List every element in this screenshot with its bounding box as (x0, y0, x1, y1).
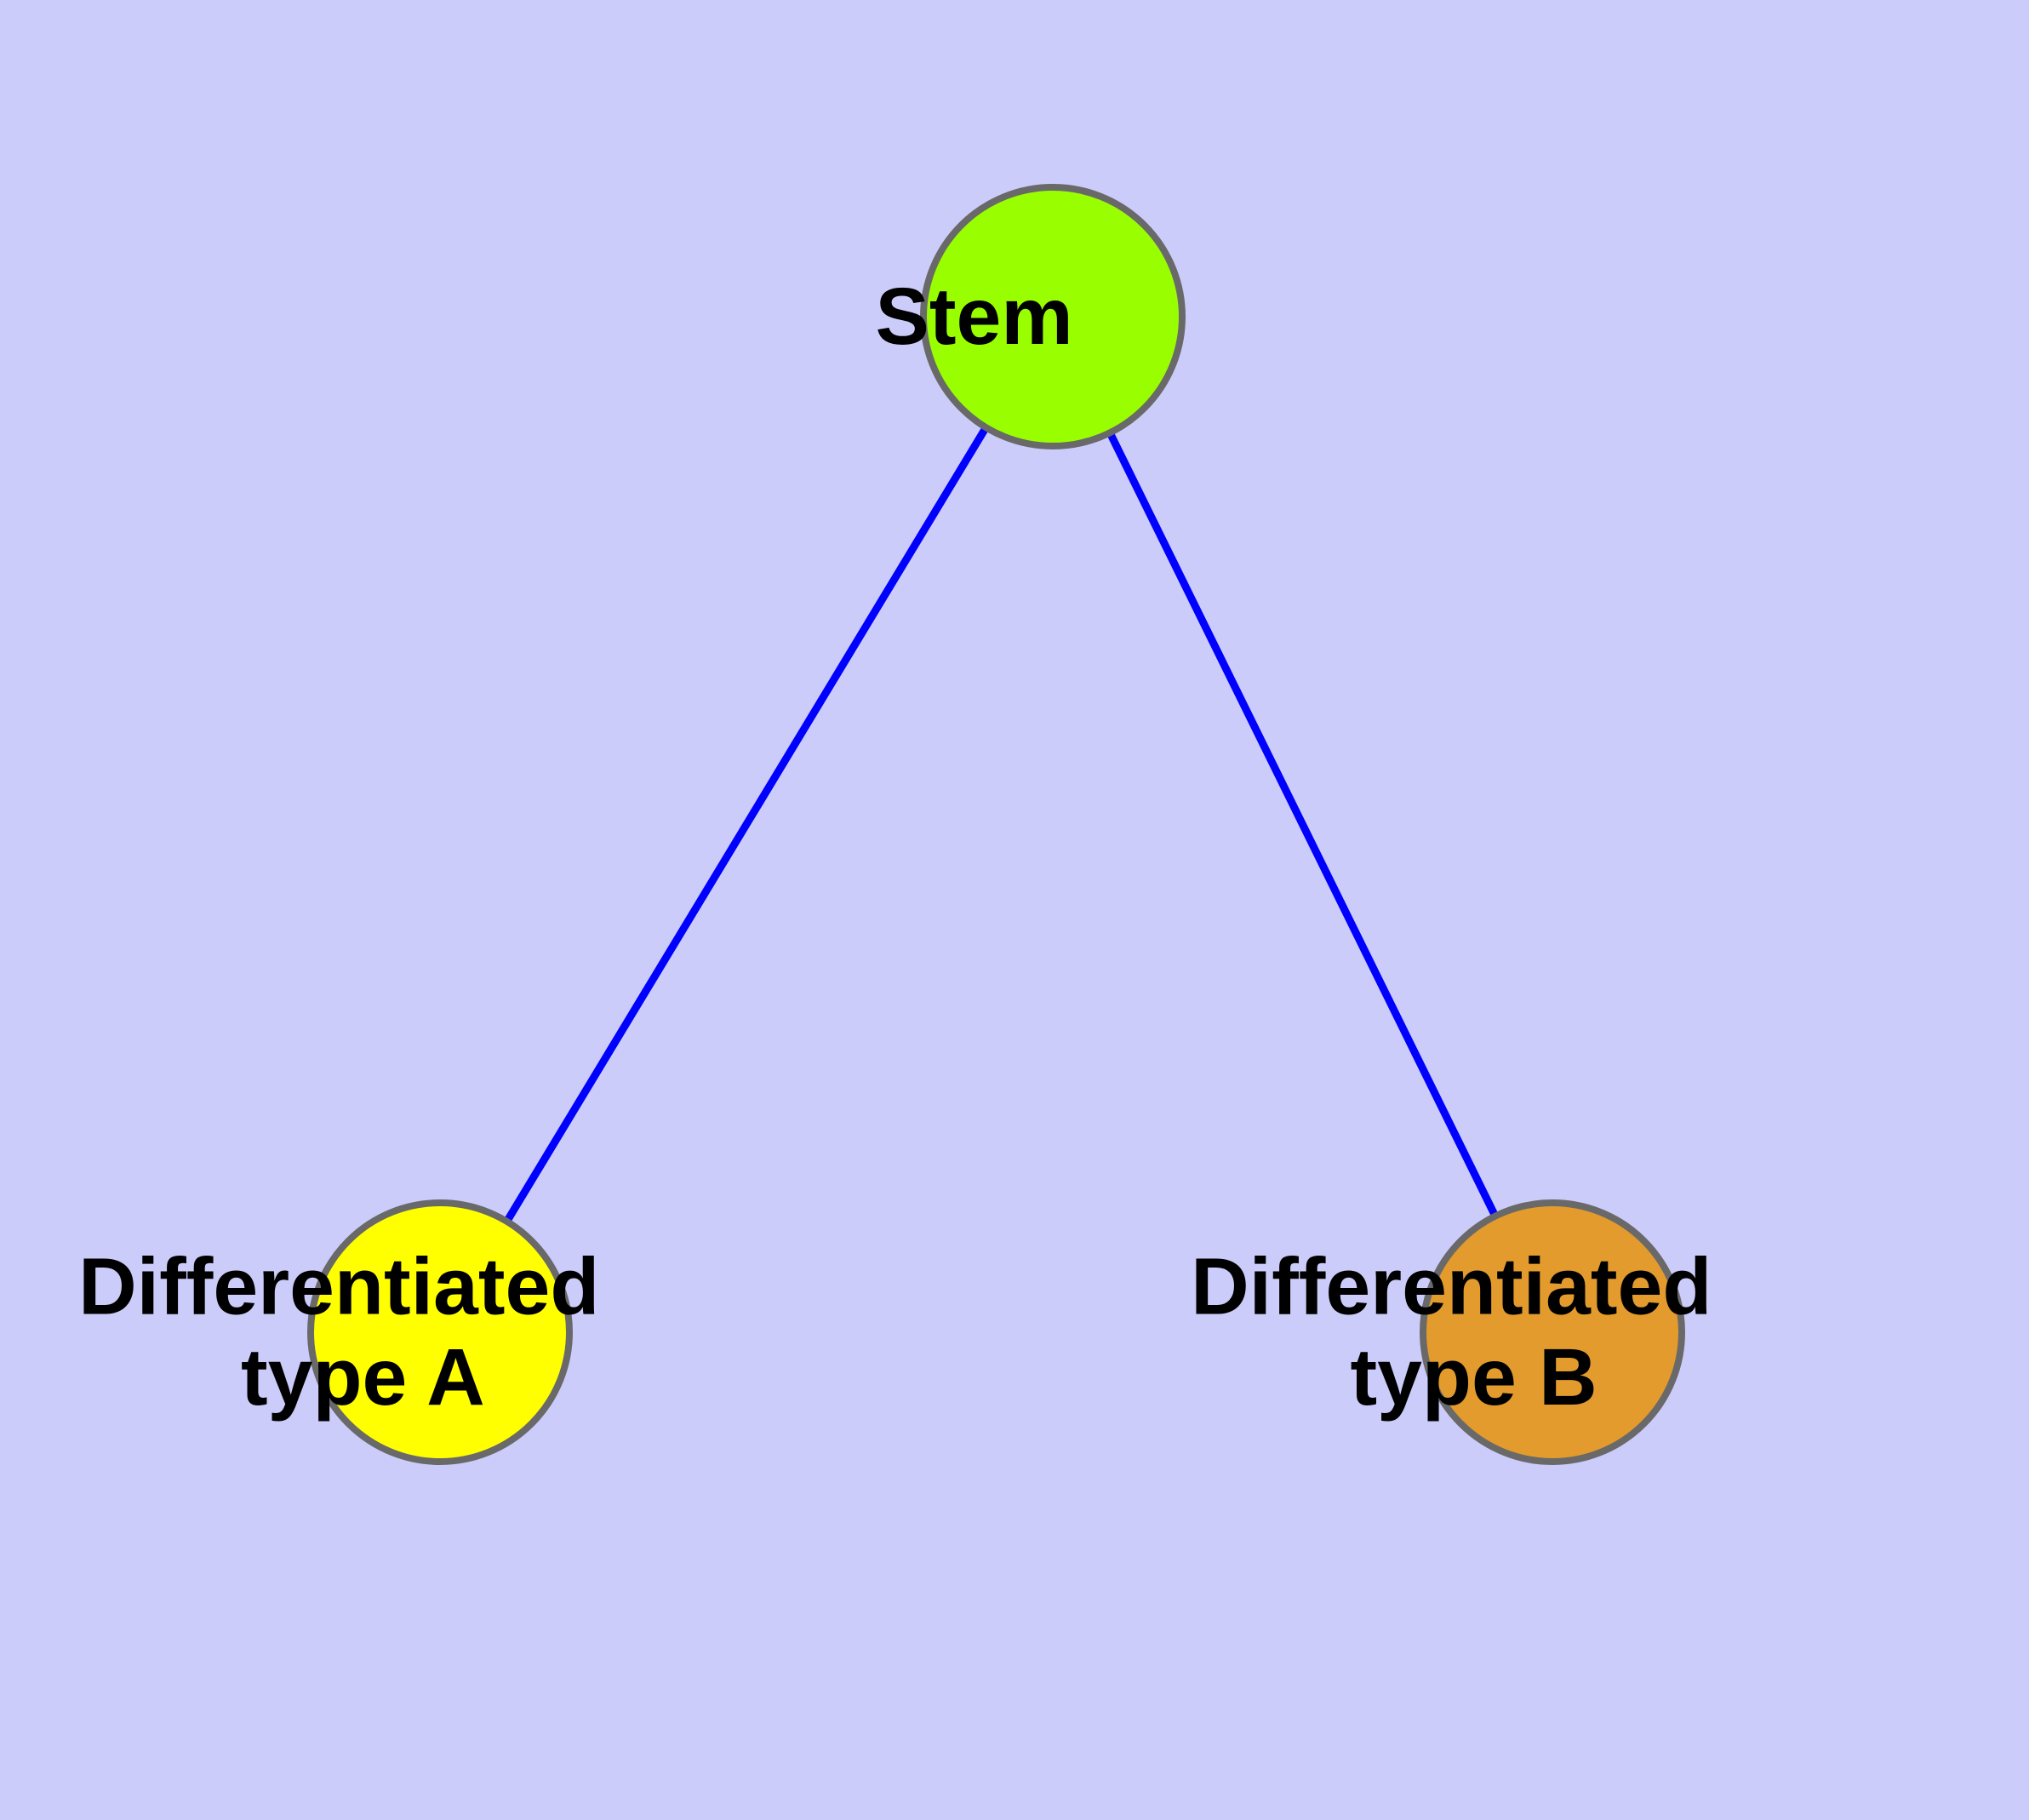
node-label-differentiated-type-b: Differentiated type B (1191, 1242, 1712, 1422)
node-label-stem: Stem (0, 0, 1231, 362)
node-differentiated-type-a[interactable] (307, 1199, 573, 1465)
label-layer: Stem Differentiated type A Differentiate… (0, 0, 1712, 1422)
node-stem[interactable] (920, 184, 1186, 449)
node-circle-stem[interactable] (920, 184, 1186, 449)
node-circle-differentiated-type-a[interactable] (307, 1199, 573, 1465)
node-layer (307, 184, 1685, 1465)
node-differentiated-type-b[interactable] (1420, 1199, 1685, 1465)
node-circle-differentiated-type-b[interactable] (1420, 1199, 1685, 1465)
edge-layer (501, 422, 1500, 1227)
node-label-differentiated-type-b-line1: Differentiated (1191, 1242, 1712, 1332)
node-label-differentiated-type-a-line2: type A (241, 1332, 483, 1422)
node-label-stem-line1: Stem (875, 272, 1072, 362)
node-label-differentiated-type-b-line2: type B (1350, 1332, 1597, 1422)
edge-stem-to-differentiated-type-b[interactable] (1105, 427, 1500, 1222)
node-label-differentiated-type-a: Differentiated type A (0, 0, 802, 1422)
node-label-differentiated-type-a-line1: Differentiated (78, 1242, 599, 1332)
edge-stem-to-differentiated-type-a[interactable] (501, 422, 992, 1227)
